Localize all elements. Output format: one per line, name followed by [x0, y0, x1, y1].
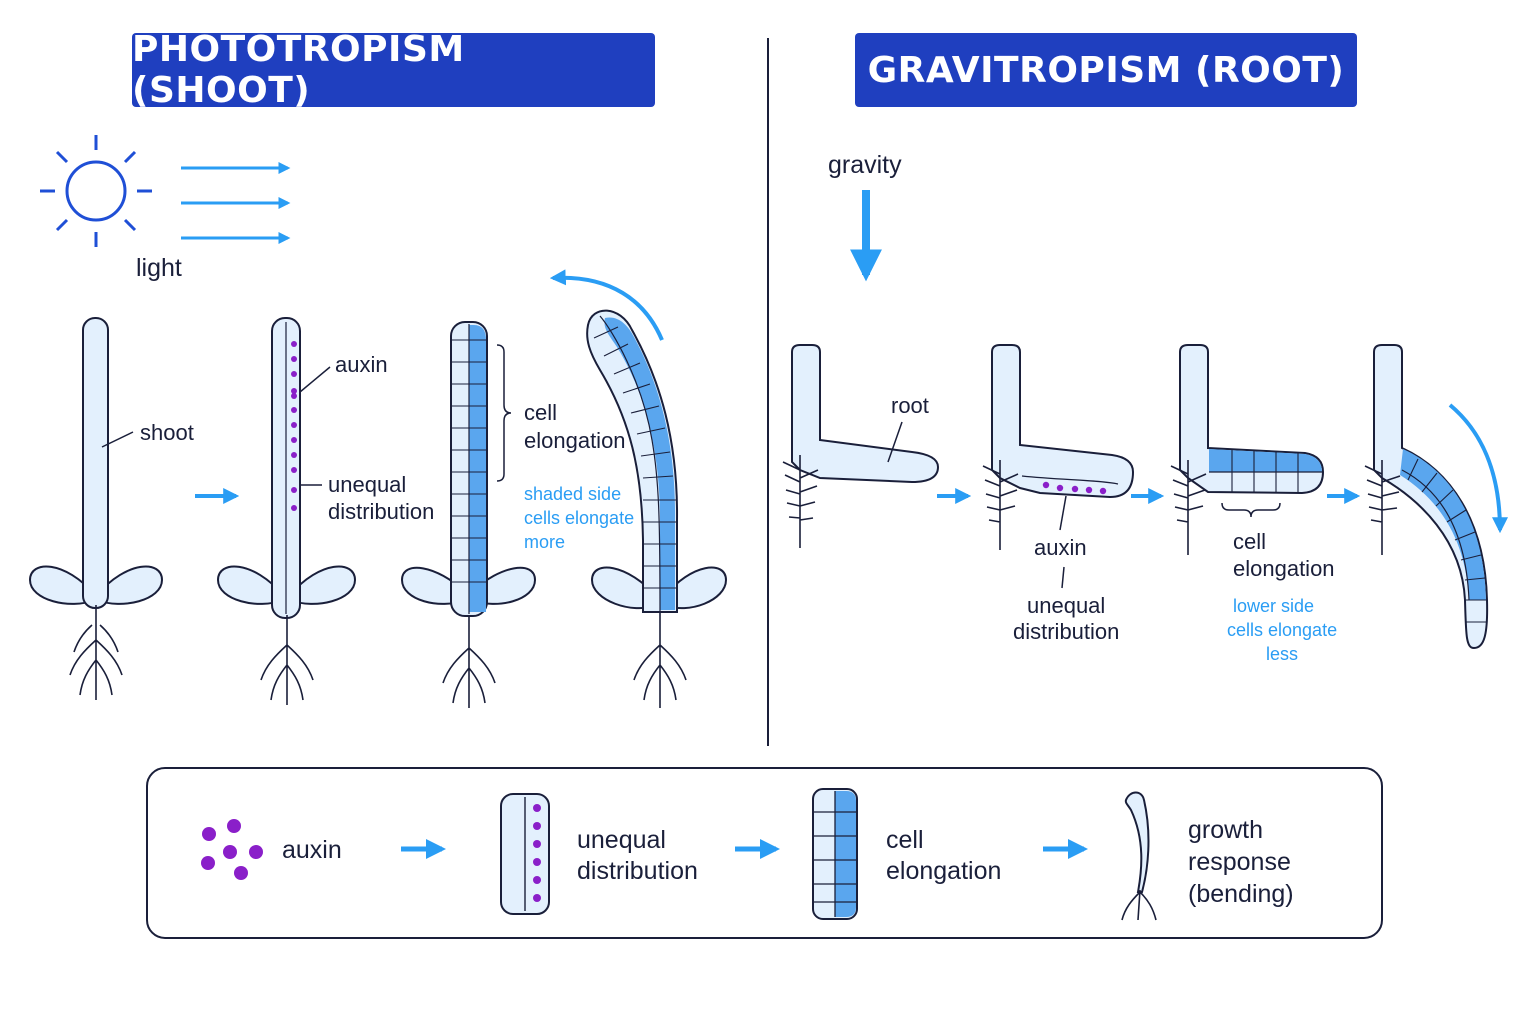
elongation-bracket-2: [1221, 502, 1281, 518]
shoot-pointer: [101, 431, 134, 448]
root-label: root: [891, 393, 929, 418]
root-stage-3: [1170, 344, 1325, 555]
auxin-label-1: auxin: [335, 352, 388, 377]
root-pointer: [887, 421, 903, 463]
unequal-label-2-line1: unequal: [1027, 593, 1105, 618]
summary-growth-line3: (bending): [1188, 880, 1294, 908]
root-stage-1: [782, 344, 940, 548]
unequal-pointer: [1061, 566, 1065, 589]
root-stage-4: [1364, 344, 1489, 650]
seedling-3: [400, 321, 537, 708]
root-stage-2: [982, 344, 1135, 550]
elongation-label-line1: cell: [524, 400, 557, 425]
summary-growth-line2: response: [1188, 848, 1291, 876]
summary-growth-line1: growth: [1188, 816, 1263, 844]
light-label: light: [136, 254, 182, 282]
shaded-note-line3: more: [524, 532, 565, 552]
elongation-bracket: [496, 344, 512, 482]
summary-auxin-label: auxin: [282, 836, 342, 864]
summary-elongation-line2: elongation: [886, 857, 1001, 885]
unequal-label-line2: distribution: [328, 499, 434, 524]
elongation-label-2-line1: cell: [1233, 529, 1266, 554]
unequal-distribution-icon: [500, 793, 550, 915]
bend-direction-arrow: [549, 269, 664, 341]
bend-direction-arrow-2: [1448, 403, 1508, 534]
seedling-4: [586, 309, 728, 708]
cell-elongation-icon: [812, 788, 858, 920]
auxin-pointer: [1059, 495, 1067, 531]
shoot-label: shoot: [140, 420, 194, 445]
phototropism-title: PHOTOTROPISM (SHOOT): [132, 29, 655, 111]
sun-icon: [40, 135, 152, 247]
unequal-label-line1: unequal: [328, 472, 406, 497]
lower-note-line3: less: [1266, 644, 1298, 664]
shaded-note-line2: cells elongate: [524, 508, 634, 528]
auxin-pointer: [299, 366, 331, 393]
lower-note-line1: lower side: [1233, 596, 1314, 616]
gravitropism-title: GRAVITROPISM (ROOT): [855, 33, 1357, 107]
summary-unequal-line2: distribution: [577, 857, 698, 885]
shaded-note-line1: shaded side: [524, 484, 621, 504]
unequal-label-2-line2: distribution: [1013, 619, 1119, 644]
lower-note-line2: cells elongate: [1227, 620, 1337, 640]
summary-unequal-line1: unequal: [577, 826, 666, 854]
seedling-2: [216, 317, 357, 705]
elongation-label-line2: elongation: [524, 428, 626, 453]
auxin-label-2: auxin: [1034, 535, 1087, 560]
light-rays: [181, 162, 291, 244]
auxin-dots-icon: [201, 819, 263, 880]
summary-elongation-line1: cell: [886, 826, 924, 854]
seedling-1: [28, 317, 164, 700]
gravity-label: gravity: [828, 151, 902, 179]
elongation-label-2-line2: elongation: [1233, 556, 1335, 581]
bending-shoot-icon: [1121, 791, 1157, 921]
